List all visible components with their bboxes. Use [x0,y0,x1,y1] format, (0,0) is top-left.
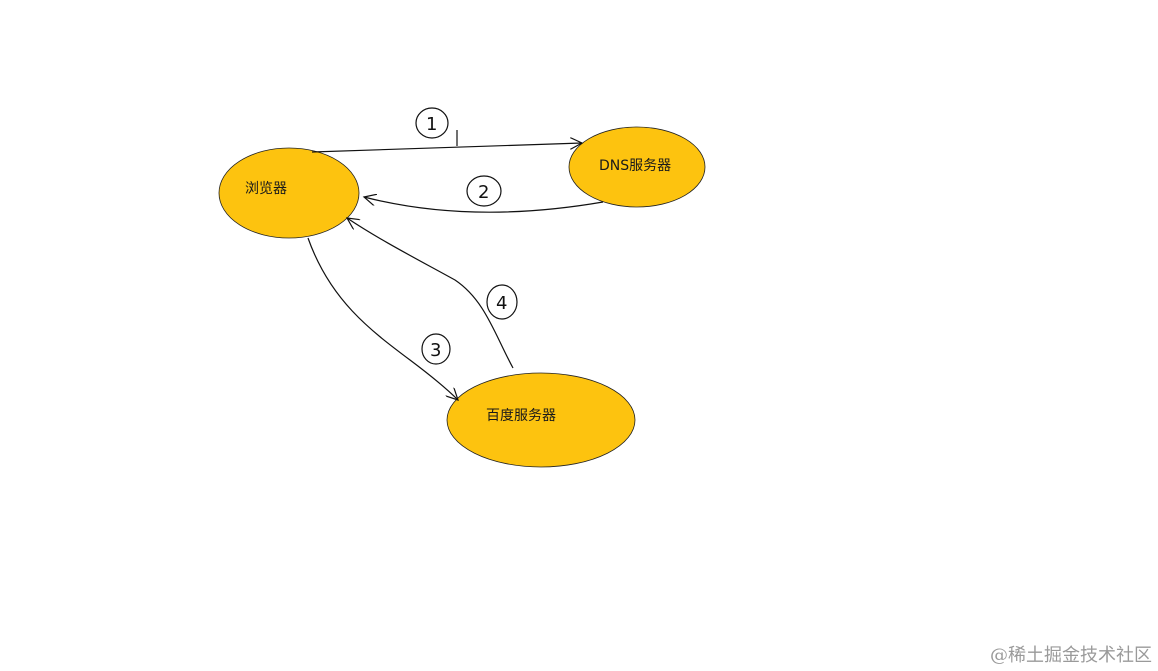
browser-ellipse [218,147,360,239]
edge-step-2: 2 [364,175,604,213]
arrow-baidu-to-browser [347,218,514,369]
step-1-circle [415,107,449,139]
arrow-browser-to-baidu [307,237,458,400]
node-baidu-server: 百度服务器 [446,372,636,468]
edge-step-4: 4 [347,218,518,369]
arrow-browser-to-dns [311,143,582,153]
step-2-label: 2 [478,182,489,203]
edge-step-1: 1 [311,107,582,153]
dns-label: DNS服务器 [599,158,671,174]
node-dns-server: DNS服务器 [568,126,706,208]
step-3-label: 3 [430,340,441,361]
browser-label: 浏览器 [245,181,287,197]
arrow-dns-to-browser [364,197,604,213]
watermark-text: @稀土掘金技术社区 [990,645,1152,666]
edge-step-3: 3 [307,237,458,400]
baidu-label: 百度服务器 [486,408,556,424]
step-4-label: 4 [496,293,507,314]
baidu-ellipse [446,372,636,468]
node-browser: 浏览器 [218,147,360,239]
step-3-circle [421,333,451,365]
step-1-label: 1 [426,114,437,135]
step-2-circle [466,175,502,207]
step-4-circle [486,284,518,320]
dns-ellipse [568,126,706,208]
